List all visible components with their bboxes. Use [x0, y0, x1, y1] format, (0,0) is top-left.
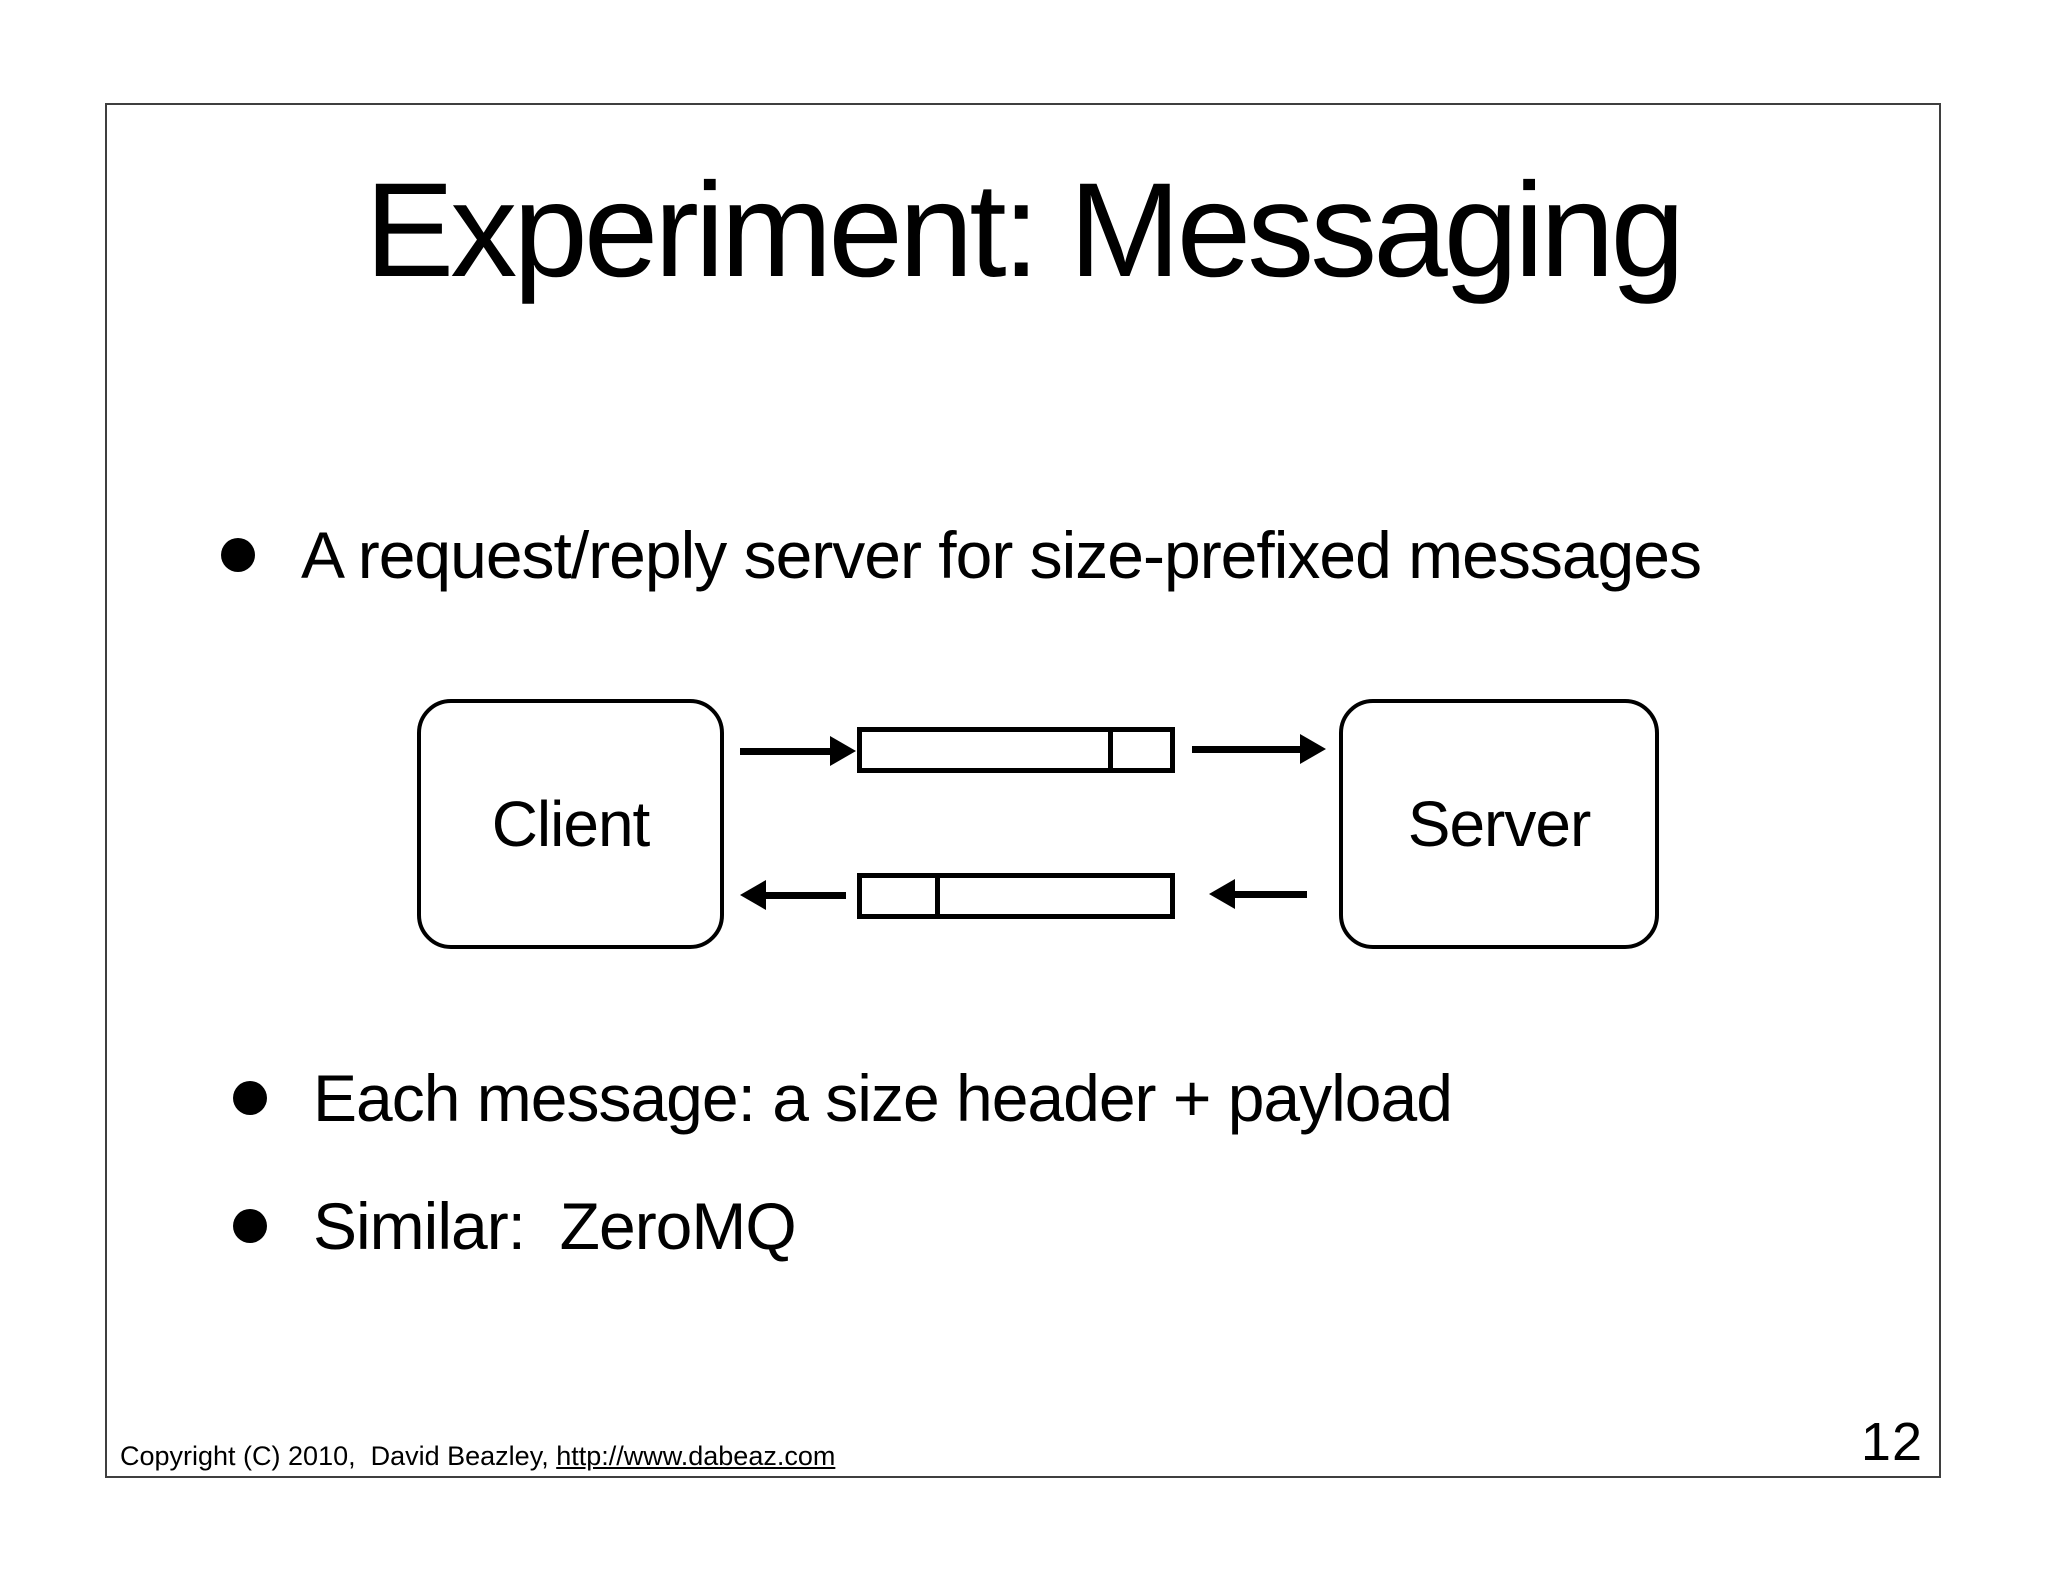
client-node: Client: [417, 699, 724, 949]
arrow-head: [1300, 734, 1326, 764]
messaging-diagram: Client Server: [107, 105, 1939, 1476]
arrow-shaft: [766, 891, 846, 899]
payload-cell: [940, 878, 1170, 914]
bullet-item: Each message: a size header + payload: [233, 1060, 1453, 1136]
payload-cell: [862, 732, 1108, 768]
arrow-left-icon: [740, 880, 846, 910]
footer-link[interactable]: http://www.dabeaz.com: [556, 1441, 836, 1471]
size-header-cell: [862, 878, 940, 914]
size-header-cell: [1108, 732, 1170, 768]
bullet-icon: [233, 1209, 267, 1243]
server-label: Server: [1407, 788, 1591, 860]
client-label: Client: [491, 788, 651, 860]
arrow-left-icon: [1209, 879, 1307, 909]
server-node: Server: [1339, 699, 1659, 949]
footer: Copyright (C) 2010, David Beazley, http:…: [120, 1441, 835, 1472]
arrow-right-icon: [1192, 734, 1326, 764]
arrow-shaft: [740, 747, 830, 755]
request-message-box: [857, 727, 1175, 773]
bullet-item: Similar: ZeroMQ: [233, 1188, 797, 1264]
arrow-right-icon: [740, 736, 856, 766]
arrow-shaft: [1192, 745, 1300, 753]
arrow-head: [740, 880, 766, 910]
bullet-text: A request/reply server for size-prefixed…: [301, 518, 1702, 592]
bullet-icon: [221, 538, 255, 572]
slide: Experiment: Messaging A request/reply se…: [105, 103, 1941, 1478]
bullet-item: A request/reply server for size-prefixed…: [221, 517, 1702, 593]
arrow-head: [1209, 879, 1235, 909]
bullet-text: Each message: a size header + payload: [313, 1061, 1453, 1135]
arrow-shaft: [1235, 890, 1307, 898]
copyright-text: Copyright (C) 2010, David Beazley,: [120, 1441, 557, 1471]
bullet-text: Similar: ZeroMQ: [313, 1189, 797, 1263]
bullet-icon: [233, 1081, 267, 1115]
slide-title: Experiment: Messaging: [364, 156, 1685, 305]
page-number: 12: [1860, 1412, 1923, 1472]
reply-message-box: [857, 873, 1175, 919]
arrow-head: [830, 736, 856, 766]
